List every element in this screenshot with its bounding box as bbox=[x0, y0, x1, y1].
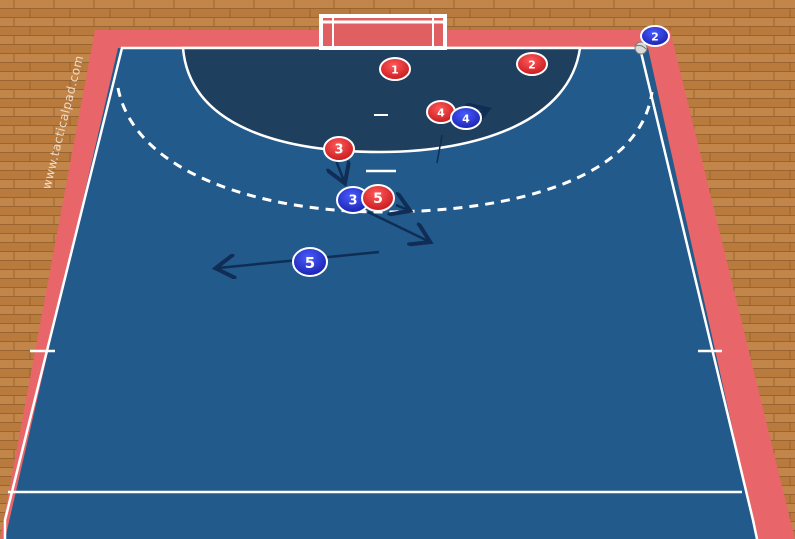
svg-text:3: 3 bbox=[334, 143, 343, 158]
arrow-short bbox=[396, 205, 408, 210]
svg-text:4: 4 bbox=[462, 113, 470, 126]
svg-text:4: 4 bbox=[437, 107, 445, 120]
player-blue-2[interactable]: 2 bbox=[640, 25, 670, 47]
player-blue-4[interactable]: 4 bbox=[450, 106, 482, 130]
player-red-5[interactable]: 5 bbox=[361, 184, 395, 212]
arrow-red-5 bbox=[367, 210, 428, 241]
player-blue-5[interactable]: 5 bbox=[292, 247, 328, 277]
free-throw-line bbox=[116, 87, 654, 214]
svg-text:5: 5 bbox=[373, 191, 383, 207]
svg-text:5: 5 bbox=[305, 254, 315, 272]
arrow-blue-4-trail bbox=[436, 134, 443, 164]
player-red-2[interactable]: 2 bbox=[516, 52, 548, 76]
goal bbox=[319, 14, 447, 50]
svg-text:2: 2 bbox=[651, 31, 659, 44]
player-red-3[interactable]: 3 bbox=[323, 136, 355, 162]
svg-text:2: 2 bbox=[528, 59, 536, 72]
svg-text:1: 1 bbox=[391, 64, 399, 77]
handball-icon[interactable] bbox=[634, 41, 648, 55]
player-red-1[interactable]: 1 bbox=[379, 57, 411, 81]
svg-text:3: 3 bbox=[348, 194, 357, 209]
court-surface bbox=[5, 48, 757, 539]
